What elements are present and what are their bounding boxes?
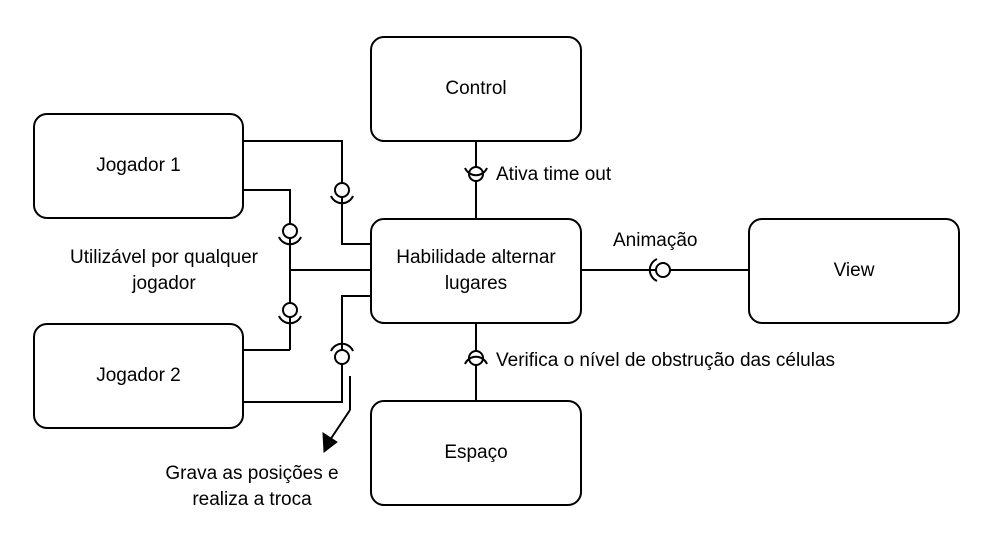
interface-socket-espaco [464, 355, 488, 365]
label-verifica: Verifica o nível de obstrução das célula… [496, 350, 836, 371]
component-jogador-1: Jogador 1 [33, 113, 244, 219]
interface-ball-view [655, 262, 671, 278]
label-grava: Grava as posições e realiza a troca [142, 461, 362, 513]
component-view: View [748, 218, 960, 324]
label-utilizavel-line1: Utilizável por qualquer [70, 247, 258, 268]
label-grava-line1: Grava as posições e [165, 463, 339, 484]
arrow-head [322, 432, 338, 453]
interface-socket-control [464, 167, 488, 177]
interface-socket-jogador2-bottom [330, 342, 354, 352]
component-habilidade-label-line2: lugares [444, 273, 508, 294]
component-jogador-1-label: Jogador 1 [96, 155, 181, 176]
interface-socket-view [648, 258, 658, 282]
interface-ball-jogador1-top [334, 182, 350, 198]
component-espaco-label: Espaço [444, 442, 508, 463]
component-jogador-2-label: Jogador 2 [96, 365, 181, 386]
label-utilizavel-line2: jogador [132, 273, 196, 294]
label-animacao: Animação [613, 230, 698, 251]
component-control: Control [370, 36, 582, 142]
interface-socket-jogador1-top [330, 195, 354, 205]
interface-socket-jogador2-top [278, 315, 302, 325]
label-ativa-time-out: Ativa time out [496, 164, 612, 185]
connector-jogador1-bottom [244, 189, 291, 244]
component-espaco: Espaço [370, 400, 582, 506]
connector-jogador1-top [244, 140, 370, 245]
component-habilidade-label-line1: Habilidade alternar [396, 247, 556, 268]
component-view-label: View [833, 260, 875, 281]
interface-ball-jogador2-bottom [334, 349, 350, 365]
interface-socket-jogador1-bottom [278, 236, 302, 246]
component-jogador-2: Jogador 2 [33, 323, 244, 429]
label-grava-line2: realiza a troca [192, 489, 312, 510]
component-habilidade: Habilidade alternar lugares [370, 218, 582, 324]
interface-ball-jogador1-bottom [282, 223, 298, 239]
interface-ball-jogador2-top [282, 302, 298, 318]
label-utilizavel: Utilizável por qualquer jogador [52, 245, 276, 297]
arrow-diagonal [329, 409, 351, 441]
component-control-label: Control [445, 78, 507, 99]
